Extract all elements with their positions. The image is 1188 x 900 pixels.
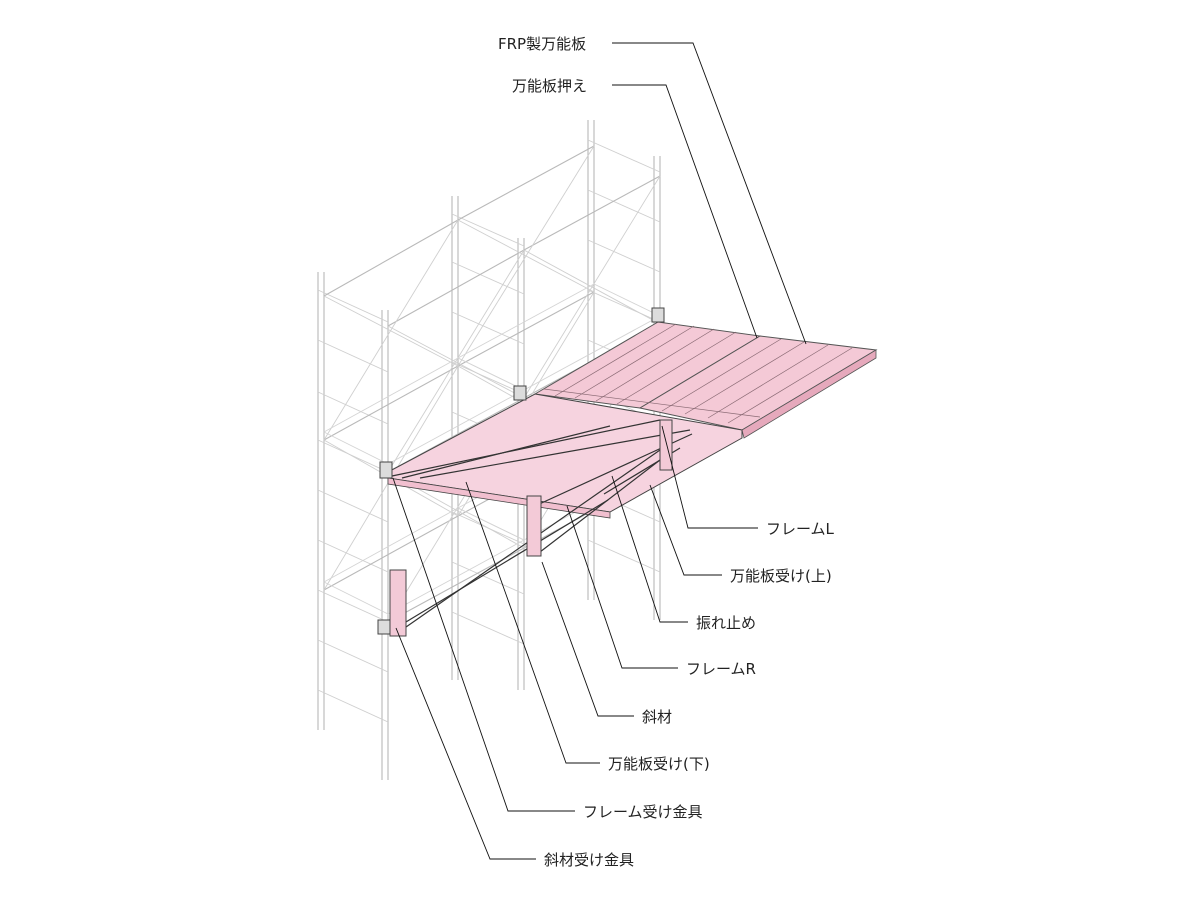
label-frp-board: FRP製万能板 (498, 35, 586, 53)
leader-diagonal-bracket (395, 627, 536, 860)
leader-board-support-lower (465, 481, 600, 764)
leader-board-retainer (612, 84, 758, 339)
leader-lines (392, 42, 807, 860)
label-diagonal-member: 斜材 (642, 708, 672, 726)
leader-frp-board (612, 42, 807, 345)
label-board-support-lower: 万能板受け(下) (608, 755, 710, 773)
leader-board-support-upper (649, 484, 722, 576)
label-diagonal-bracket: 斜材受け金具 (544, 851, 634, 869)
frame-bracket-mid (526, 495, 542, 557)
label-frame-l: フレームL (766, 520, 835, 538)
leader-sway-brace (611, 475, 688, 623)
leader-frame-r (566, 505, 678, 669)
label-sway-brace: 振れ止め (696, 614, 756, 632)
leader-diagonal-member (541, 561, 634, 717)
frame-bracket-lower (389, 569, 407, 637)
leader-frame-bracket (392, 477, 575, 812)
label-board-support-upper: 万能板受け(上) (730, 567, 832, 585)
leader-frame-l (661, 425, 758, 529)
label-frame-r: フレームR (686, 660, 756, 678)
label-board-retainer: 万能板押え (512, 77, 587, 95)
cantilever-frame (377, 307, 878, 637)
label-frame-bracket: フレーム受け金具 (583, 803, 703, 821)
